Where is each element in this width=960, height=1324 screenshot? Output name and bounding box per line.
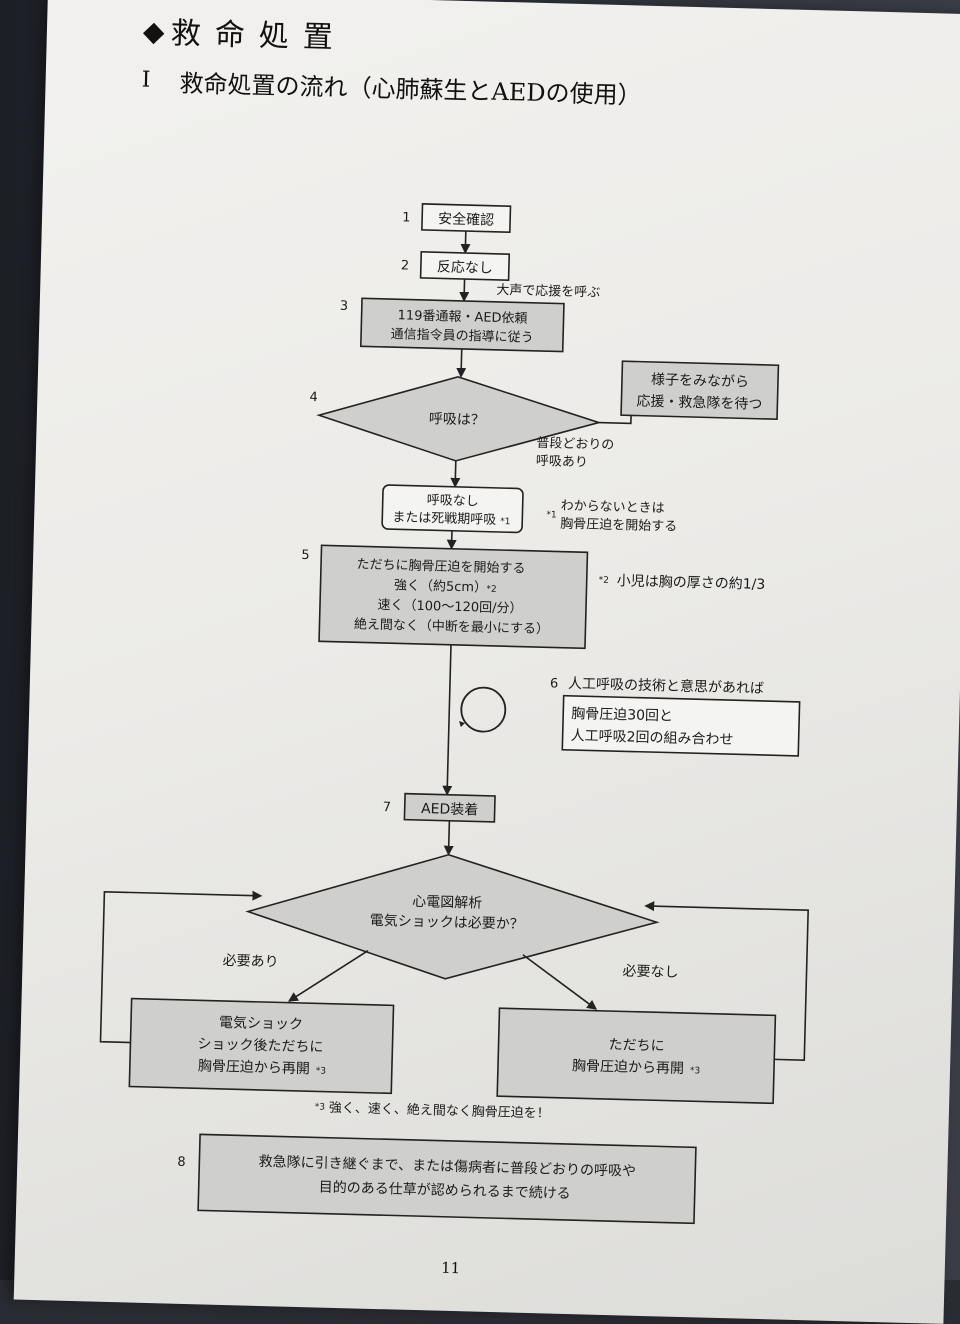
step-number-5: 5 xyxy=(301,548,310,563)
wait-box-line1: 様子をみながら xyxy=(651,372,749,391)
repeat-loop-icon xyxy=(461,687,506,732)
step-5-mark: *2 xyxy=(486,585,496,595)
step-6-box xyxy=(562,696,799,756)
step-number-3: 3 xyxy=(340,299,349,314)
arrow-shock-needed xyxy=(290,949,368,1003)
step-6-title: 人工呼吸の技術と意思があれば xyxy=(568,675,764,697)
no-shock-mark: *3 xyxy=(690,1066,700,1076)
note1-line2: 胸骨圧迫を開始する xyxy=(560,517,677,535)
shock-box-mark: *3 xyxy=(316,1066,326,1076)
step-number-4: 4 xyxy=(309,390,318,405)
shock-box-line2: ショック後ただちに xyxy=(197,1036,323,1055)
call-for-help-note: 大声で応援を呼ぶ xyxy=(496,283,600,301)
normal-breathing-note-2: 呼吸あり xyxy=(536,454,588,470)
step-number-7: 7 xyxy=(383,800,392,815)
step-number-6: 6 xyxy=(550,676,559,691)
step-6-line1: 胸骨圧迫30回と xyxy=(571,706,673,725)
arrow-1-2 xyxy=(465,231,466,252)
step-number-2: 2 xyxy=(401,258,410,273)
note1-line1: わからないときは xyxy=(560,499,664,517)
page-number: 11 xyxy=(441,1259,461,1277)
analysis-line1: 心電図解析 xyxy=(412,894,482,912)
note2-mark: *2 xyxy=(599,576,609,586)
arrow-3-4 xyxy=(461,349,462,376)
wait-box-line2: 応援・救急隊を待つ xyxy=(636,394,762,413)
arrow-shock-not-needed xyxy=(522,955,597,1009)
step-7-label: AED装着 xyxy=(421,801,479,818)
step-4-label: 呼吸は？ xyxy=(429,411,485,428)
shock-box-line1: 電気ショック xyxy=(219,1015,303,1033)
step-number-1: 1 xyxy=(402,210,411,225)
arrow-2-3 xyxy=(464,279,465,300)
step-1-label: 安全確認 xyxy=(438,210,494,228)
note2-text: 小児は胸の厚さの約1/3 xyxy=(617,573,766,593)
arrow-5-7 xyxy=(447,645,451,794)
no-breathing-line2: または死戦期呼吸 xyxy=(392,510,496,528)
step-number-8: 8 xyxy=(177,1155,186,1170)
flowchart: ◆ 救命処置 I 救命処置の流れ（心肺蘇生とAEDの使用） 1 安全確認 2 反… xyxy=(14,0,960,1324)
step-5-line2: 強く（約5cm） xyxy=(394,578,487,595)
arrow-4-no-breathing xyxy=(455,461,456,486)
subsection-title: 救命処置の流れ（心肺蘇生とAEDの使用） xyxy=(179,69,642,109)
no-shock-box xyxy=(497,1008,775,1103)
no-shock-line2: 胸骨圧迫から再開 xyxy=(572,1058,684,1077)
normal-breathing-note-1: 普段どおりの xyxy=(536,436,614,453)
no-breathing-line1: 呼吸なし xyxy=(427,493,479,509)
arrow-7-analysis xyxy=(449,821,450,854)
note3-mark: *3 xyxy=(315,1102,325,1112)
no-breathing-mark: *1 xyxy=(500,517,510,527)
document-page: ◆ 救命処置 I 救命処置の流れ（心肺蘇生とAEDの使用） 1 安全確認 2 反… xyxy=(14,0,960,1324)
shock-needed-label: 必要あり xyxy=(222,953,278,970)
shock-not-needed-label: 必要なし xyxy=(622,963,678,980)
note3-text: 強く、速く、絶え間なく胸骨圧迫を！ xyxy=(329,1100,550,1122)
no-shock-line1: ただちに xyxy=(608,1037,664,1054)
section-marker: ◆ xyxy=(143,15,166,49)
shock-box-line3: 胸骨圧迫から再開 xyxy=(198,1058,310,1077)
step-2-label: 反応なし xyxy=(437,259,493,276)
note1-mark: *1 xyxy=(546,510,556,520)
section-title: 救命処置 xyxy=(170,16,347,56)
subsection-number: I xyxy=(141,67,150,92)
